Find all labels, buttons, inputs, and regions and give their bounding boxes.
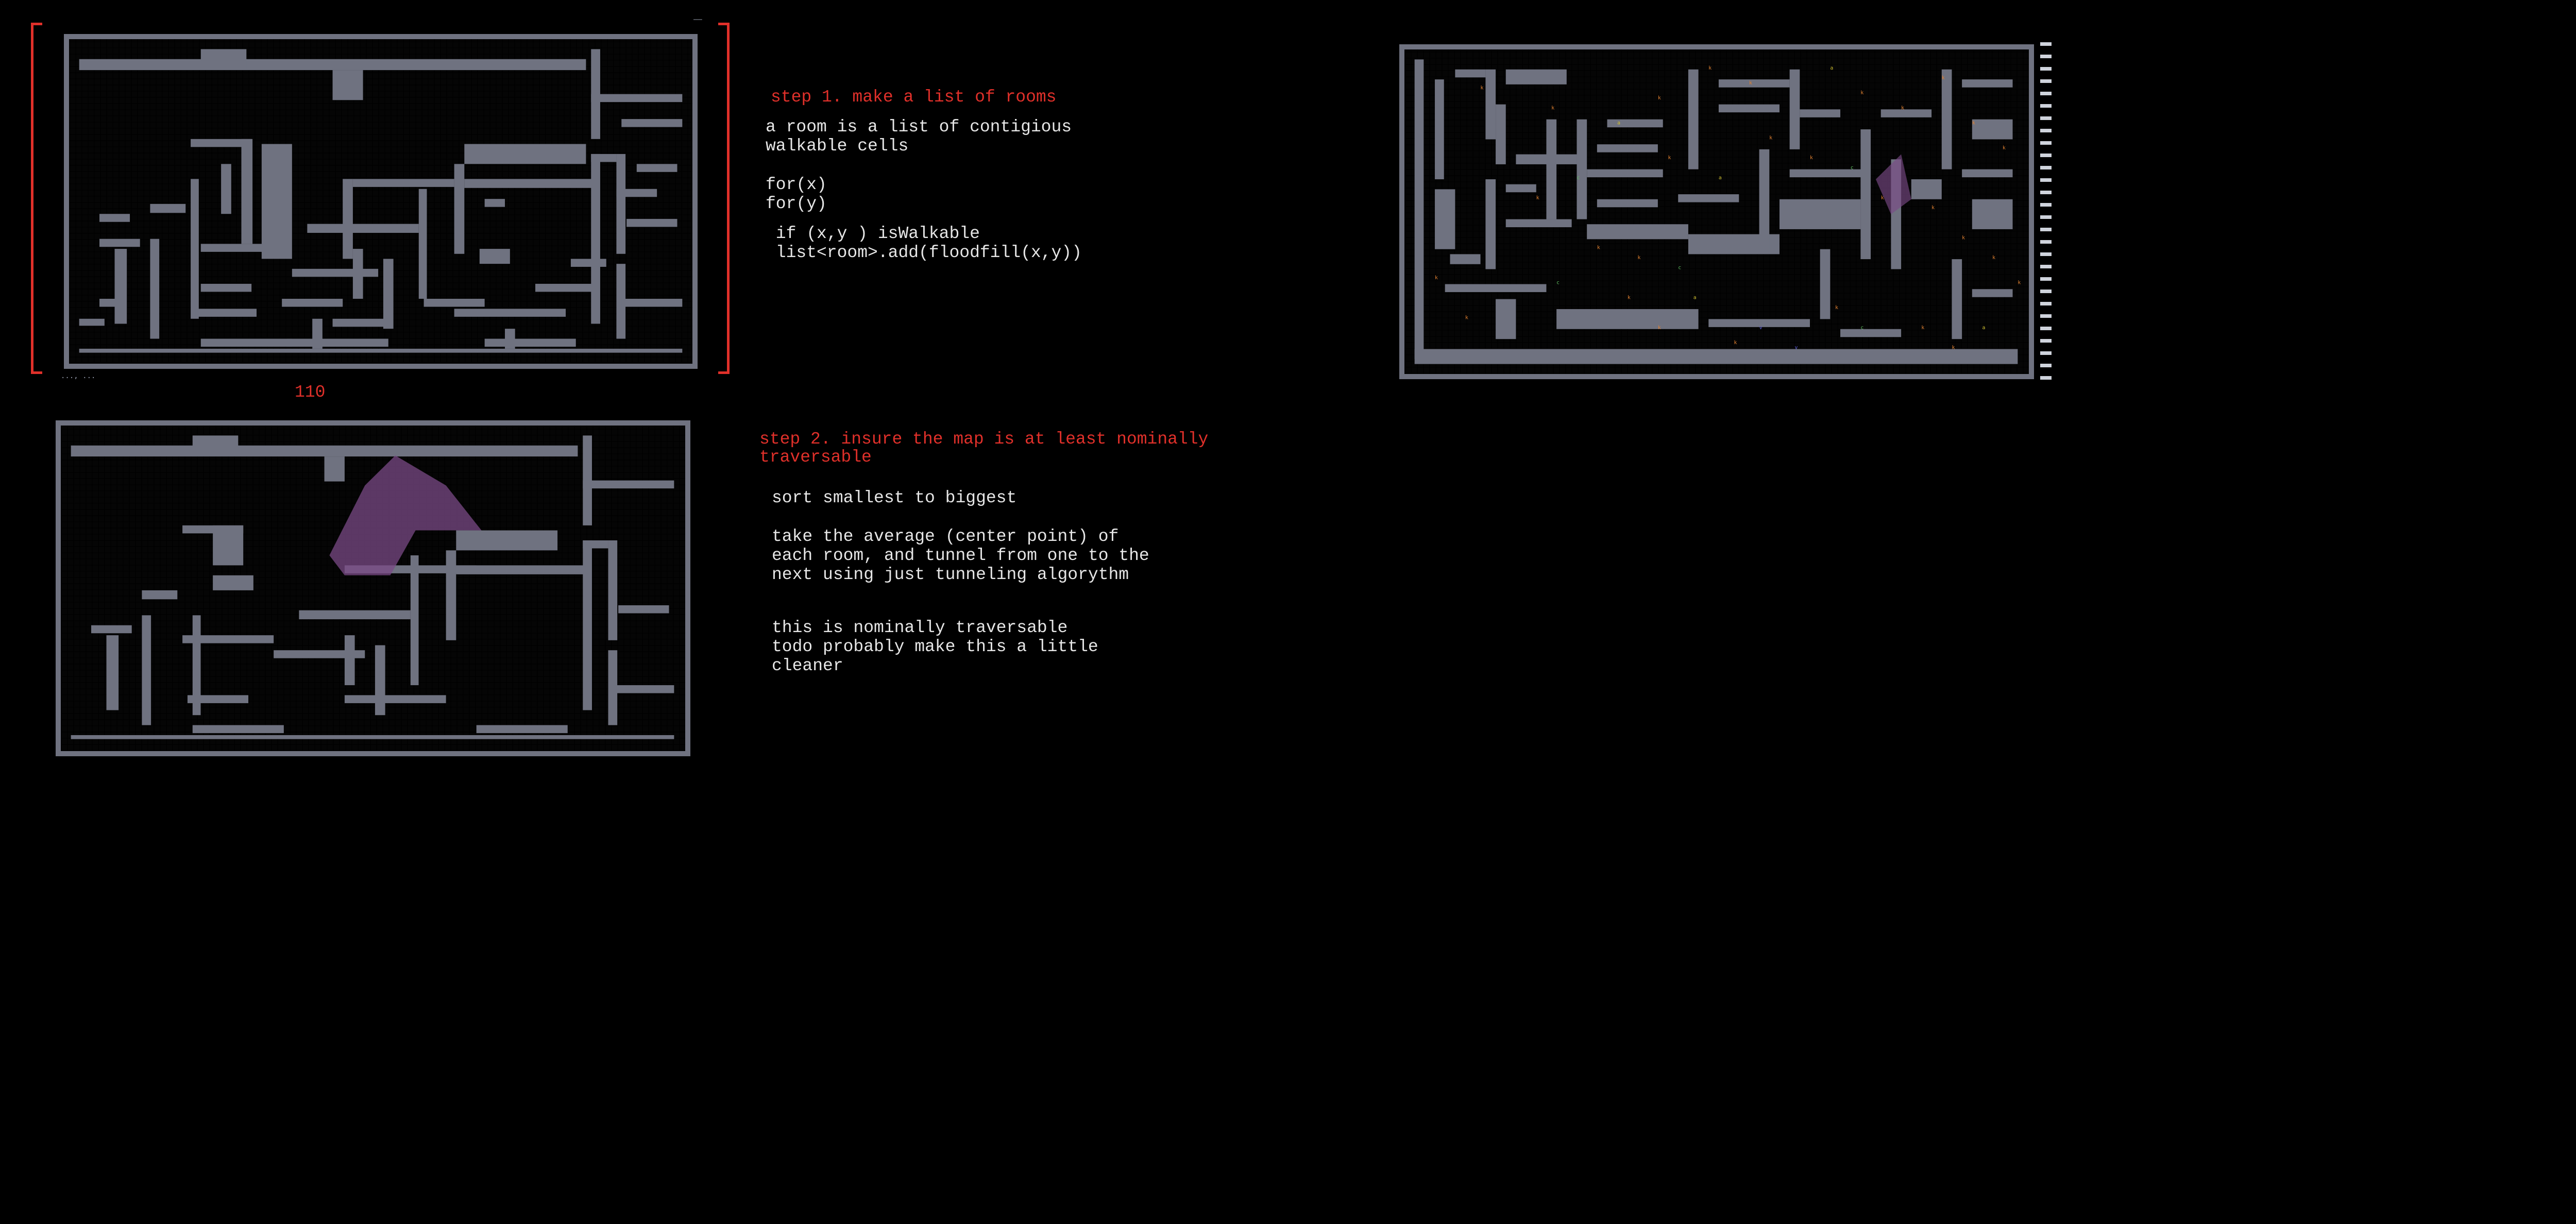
map-full-dungeon: k k a k k k a k k k k k k c k a k k c k …: [1399, 44, 2034, 379]
step2-title-line-1: step 2. insure the map is at least nomin…: [759, 430, 1209, 449]
selection-bracket-left: [31, 23, 42, 374]
map-step1-rooms: [64, 34, 698, 369]
map-full-walls: [1414, 59, 2018, 364]
map1-footer-mark: ..., ...: [61, 372, 96, 380]
step1-line-2: walkable cells: [766, 137, 909, 156]
step1-line-1: a room is a list of contigious: [766, 117, 1072, 137]
step2-line-9: todo probably make this a little: [772, 637, 1098, 656]
step2-line-8: this is nominally traversable: [772, 618, 1068, 637]
side-status-strip: [2040, 42, 2052, 388]
step1-line-8: list<room>.add(floodfill(x,y)): [766, 243, 1082, 262]
step2-line-5: next using just tunneling algorythm: [772, 565, 1129, 584]
map-step2-traversable: [56, 420, 690, 756]
map-step2-walls: [71, 435, 674, 739]
step1-line-5: for(y): [766, 194, 827, 213]
step1-line-4: for(x): [766, 175, 827, 194]
flood-fill-region: [329, 455, 482, 575]
step2-line-4: each room, and tunnel from one to the: [772, 546, 1149, 565]
map1-corner-mark: ——: [693, 15, 702, 24]
step2-line-10: cleaner: [772, 656, 843, 675]
step2-line-3: take the average (center point) of: [772, 527, 1119, 546]
selection-bracket-right: [718, 23, 730, 374]
map-step1-walls: [79, 49, 683, 353]
step2-line-1: sort smallest to biggest: [772, 488, 1017, 507]
room-counter: 110: [295, 383, 326, 402]
step2-title-line-2: traversable: [759, 448, 872, 467]
step1-title: step 1. make a list of rooms: [771, 88, 1057, 107]
step1-line-7: if (x,y ) isWalkable: [766, 224, 980, 243]
